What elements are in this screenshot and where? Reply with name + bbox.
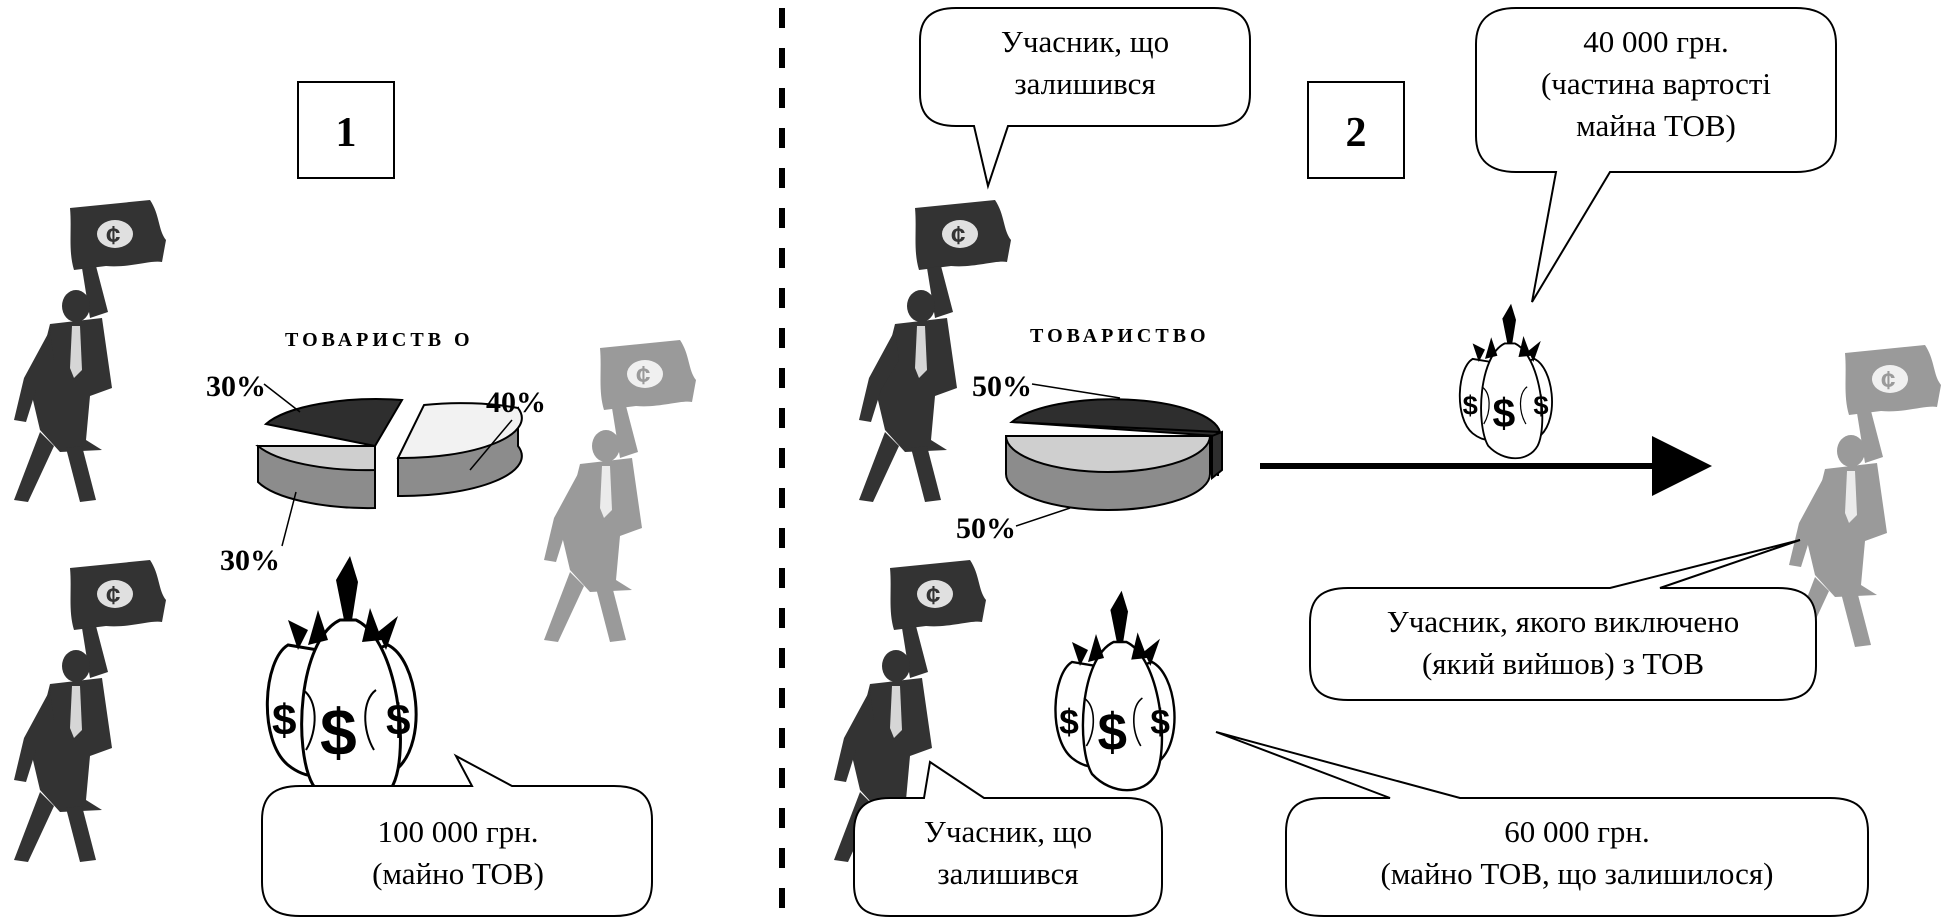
excluded-line-2: (який вийшов) з ТОВ (1422, 646, 1704, 681)
pie-slice-30a (255, 445, 376, 472)
panel-1-number: 1 (336, 110, 357, 156)
property-callout-line-2: (майно ТОВ) (372, 856, 544, 891)
company-pie-chart (1004, 398, 1223, 511)
excluded-participant-callout (1309, 539, 1817, 701)
pie-slice-50a (1004, 435, 1212, 473)
remaining-property-line-1: 60 000 грн. (1504, 814, 1650, 849)
remaining-bottom-line-2: залишився (937, 856, 1078, 891)
panel-2-number-box (1307, 81, 1405, 179)
pie-slice-30b (263, 398, 404, 448)
payout-callout (1475, 7, 1837, 303)
excluded-line-1: Учасник, якого виключено (1387, 604, 1739, 639)
pie-side (1211, 430, 1223, 481)
pie-label-50-bottom: 50% (956, 512, 1016, 545)
participant-figure-dark (14, 560, 166, 862)
leader-line (263, 383, 301, 413)
remaining-property-line-2: (майно ТОВ, що залишилося) (1380, 856, 1773, 891)
panel-1: 1 ТОВАРИСТВ О 30% 40% 30% 100 000 грн. (… (14, 81, 696, 917)
panel-1-number-box (297, 81, 395, 179)
payout-line-1: 40 000 грн. (1583, 24, 1729, 59)
property-callout-line-1: 100 000 грн. (377, 814, 538, 849)
payout-line-3: майна ТОВ) (1576, 108, 1736, 143)
payout-money-bags-icon (1458, 302, 1553, 460)
company-pie-chart (255, 398, 523, 510)
payout-line-2: (частина вартості (1541, 66, 1771, 101)
pie-label-30-bottom: 30% (220, 544, 280, 577)
panel-2-number: 2 (1346, 110, 1367, 156)
company-label: ТОВАРИСТВО (1030, 325, 1210, 347)
panel-2: 2 Учасник, що залишився 40 000 грн. (час… (834, 7, 1941, 917)
pie-label-50-top: 50% (972, 370, 1032, 403)
property-callout (261, 753, 653, 917)
money-bags-icon (265, 554, 418, 807)
leader-line (1015, 507, 1071, 527)
remaining-bottom-line-1: Учасник, що (924, 814, 1092, 849)
remaining-money-bags-icon (1054, 589, 1176, 792)
participant-figure-light (544, 340, 696, 642)
remaining-top-line-1: Учасник, що (1001, 24, 1169, 59)
remaining-property-callout (1215, 731, 1869, 917)
pie-side (257, 444, 376, 510)
participant-figure-dark (14, 200, 166, 502)
remaining-participant-callout-bottom (853, 760, 1163, 917)
remaining-participant-figure (859, 200, 1011, 502)
remaining-top-line-2: залишився (1014, 66, 1155, 101)
leader-line (1031, 383, 1121, 399)
pie-slice-50b (1009, 398, 1222, 434)
pie-label-30-top: 30% (206, 370, 266, 403)
leader-line (281, 491, 297, 547)
leader-line (469, 419, 513, 471)
company-label: ТОВАРИСТВ О (285, 329, 474, 351)
remaining-participant-callout-top (919, 7, 1251, 190)
pie-label-40: 40% (486, 386, 546, 419)
